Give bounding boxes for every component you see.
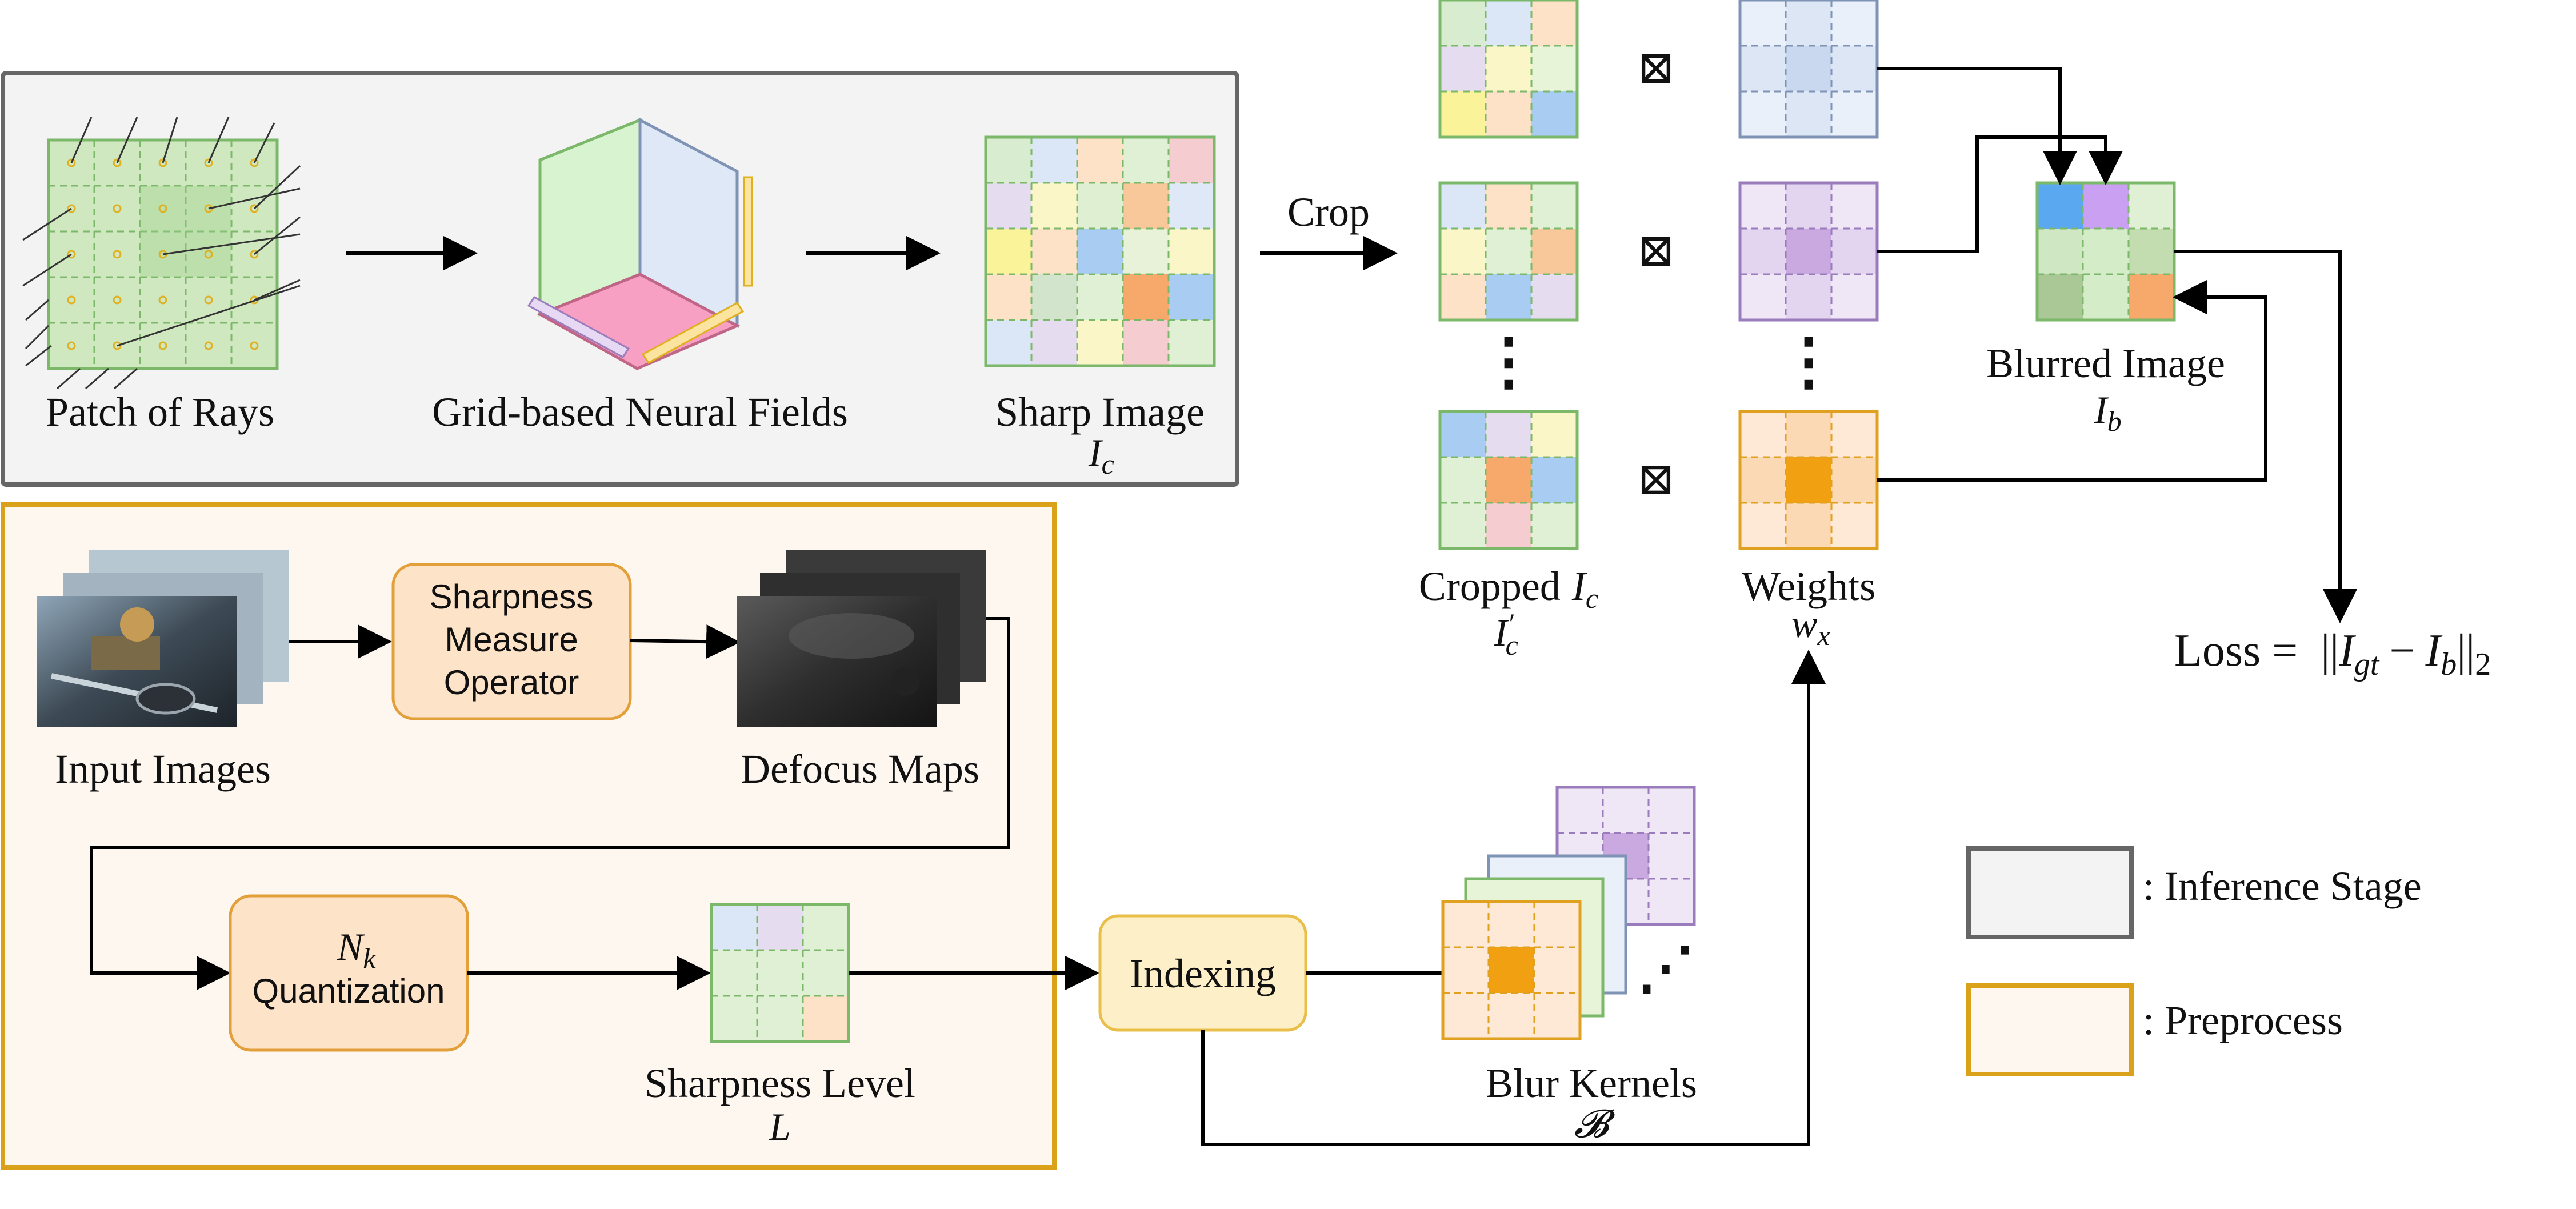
legend-inference-label: : Inference Stage xyxy=(2143,863,2422,909)
blurred-image-symbol: Ib xyxy=(2094,388,2122,437)
blurred-image-grid xyxy=(2035,181,2176,322)
cropped-symbol: I′c xyxy=(1494,607,1518,661)
cropped-grid-3 xyxy=(1438,410,1579,550)
sharp-image-label: Sharp Image xyxy=(995,389,1205,435)
blurred-image-label: Blurred Image xyxy=(1986,341,2225,386)
arrow-operator-to-defocus xyxy=(630,624,741,659)
legend-preprocess-swatch xyxy=(1966,983,2134,1076)
svg-text:Sharpness: Sharpness xyxy=(430,578,594,616)
legend-inference-swatch xyxy=(1966,846,2134,939)
operator-symbol-1: ⊠ xyxy=(1637,43,1675,93)
defocus-maps-stack xyxy=(737,550,986,727)
svg-text:Operator: Operator xyxy=(444,663,579,702)
patch-of-rays-label: Patch of Rays xyxy=(46,389,274,435)
input-images-label: Input Images xyxy=(55,746,271,792)
neural-fields-label: Grid-based Neural Fields xyxy=(432,389,848,435)
operator-symbol-3: ⊠ xyxy=(1637,454,1675,505)
weights-grid-2 xyxy=(1738,181,1879,322)
blur-kernels-symbol: 𝓑 xyxy=(1574,1102,1615,1146)
blur-kernels-stack xyxy=(1441,786,1696,1040)
svg-text:Measure: Measure xyxy=(445,620,578,659)
arrow-weights3-to-blurred xyxy=(1877,280,2267,482)
weights-label: Weights xyxy=(1742,563,1875,609)
legend-preprocess-label: : Preprocess xyxy=(2143,998,2343,1043)
weights-ellipsis: ⋮ xyxy=(1777,327,1840,397)
cropped-ellipsis: ⋮ xyxy=(1477,327,1540,397)
cropped-grid-2 xyxy=(1438,181,1579,322)
quantization-symbol: Nk xyxy=(337,925,376,974)
weights-grid-3 xyxy=(1738,410,1879,550)
arrow-indexing-to-weights xyxy=(1201,650,1826,1146)
defocus-maps-label: Defocus Maps xyxy=(741,746,979,792)
indexing-box: Indexing xyxy=(1098,914,1307,1032)
loss-equation: Loss =||Igt−Ib||2 xyxy=(2174,626,2491,682)
sharp-image-grid xyxy=(984,135,1216,367)
patch-of-rays-grid xyxy=(22,117,301,390)
svg-text:Quantization: Quantization xyxy=(253,972,445,1010)
weights-symbol: wx xyxy=(1791,602,1830,651)
sharpness-operator-box: Sharpness Measure Operator xyxy=(391,563,632,720)
input-images-stack xyxy=(37,550,289,727)
crop-label: Crop xyxy=(1287,189,1370,235)
arrow-defocus-to-quantization xyxy=(90,617,1010,990)
quantization-box: Nk Quantization xyxy=(229,894,469,1052)
svg-text:Indexing: Indexing xyxy=(1130,951,1276,996)
arrow-weights2-to-blurred xyxy=(1877,135,2123,253)
arrow-weights1-to-blurred xyxy=(1877,67,2077,185)
blur-kernels-ellipsis: ⋰ xyxy=(1637,936,1694,1000)
neural-fields-planes xyxy=(527,117,753,370)
cropped-grid-1 xyxy=(1438,0,1579,139)
sharp-image-symbol: Ic xyxy=(1088,431,1114,480)
blur-kernels-label: Blur Kernels xyxy=(1486,1060,1697,1106)
arrow-blurred-to-loss xyxy=(2174,250,2357,623)
sharpness-level-label: Sharpness Level xyxy=(645,1060,915,1106)
operator-symbol-2: ⊠ xyxy=(1637,226,1675,276)
weights-grid-1 xyxy=(1738,0,1879,139)
sharpness-level-grid xyxy=(710,903,850,1043)
sharpness-level-symbol: L xyxy=(769,1105,791,1148)
